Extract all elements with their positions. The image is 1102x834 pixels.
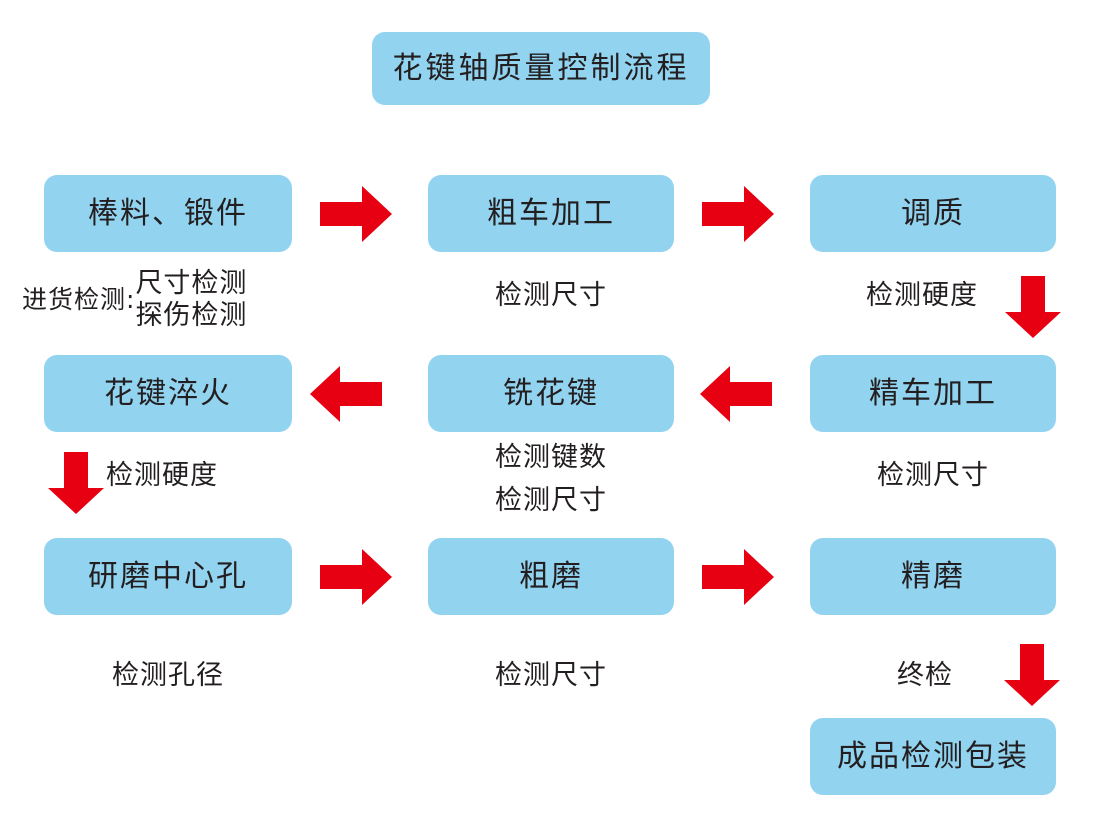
arrow-right-icon [702, 186, 774, 242]
caption-incoming-prefix: 进货检测: [22, 285, 136, 315]
arrow-right-icon [702, 549, 774, 605]
caption-mill-spline-line1: 检测键数 [495, 442, 607, 473]
caption-final-check: 终检 [897, 660, 953, 691]
arrow-left-icon [700, 366, 772, 422]
caption-fine-turning-check: 检测尺寸 [877, 460, 989, 491]
caption-incoming-line1: 尺寸检测 [135, 268, 248, 299]
node-fine-grind[interactable]: 精磨 [810, 538, 1056, 615]
caption-rough-grind-check: 检测尺寸 [495, 660, 607, 691]
caption-spline-quench-check: 检测硬度 [106, 460, 218, 491]
node-fine-turning[interactable]: 精车加工 [810, 355, 1056, 432]
caption-incoming-line2: 探伤检测 [135, 299, 248, 331]
node-bar-forging[interactable]: 棒料、锻件 [44, 175, 292, 252]
node-quench-temper[interactable]: 调质 [810, 175, 1056, 252]
diagram-title-box: 花键轴质量控制流程 [372, 32, 710, 105]
arrow-left-icon [310, 366, 382, 422]
node-mill-spline[interactable]: 铣花键 [428, 355, 674, 432]
caption-incoming-inspection: 进货检测:尺寸检测探伤检测 [22, 268, 322, 332]
caption-rough-turning-check: 检测尺寸 [495, 280, 607, 311]
arrow-right-icon [320, 549, 392, 605]
caption-quench-temper-check: 检测硬度 [866, 280, 978, 311]
node-spline-quench[interactable]: 花键淬火 [44, 355, 292, 432]
node-final-inspect-pack[interactable]: 成品检测包装 [810, 718, 1056, 795]
node-grind-center-hole[interactable]: 研磨中心孔 [44, 538, 292, 615]
node-rough-turning[interactable]: 粗车加工 [428, 175, 674, 252]
arrow-right-icon [320, 186, 392, 242]
arrow-down-icon [1004, 644, 1060, 706]
arrow-down-icon [48, 452, 104, 514]
caption-mill-spline-line2: 检测尺寸 [495, 485, 607, 516]
arrow-down-icon [1005, 276, 1061, 338]
caption-grind-center-hole-check: 检测孔径 [112, 660, 224, 691]
node-rough-grind[interactable]: 粗磨 [428, 538, 674, 615]
